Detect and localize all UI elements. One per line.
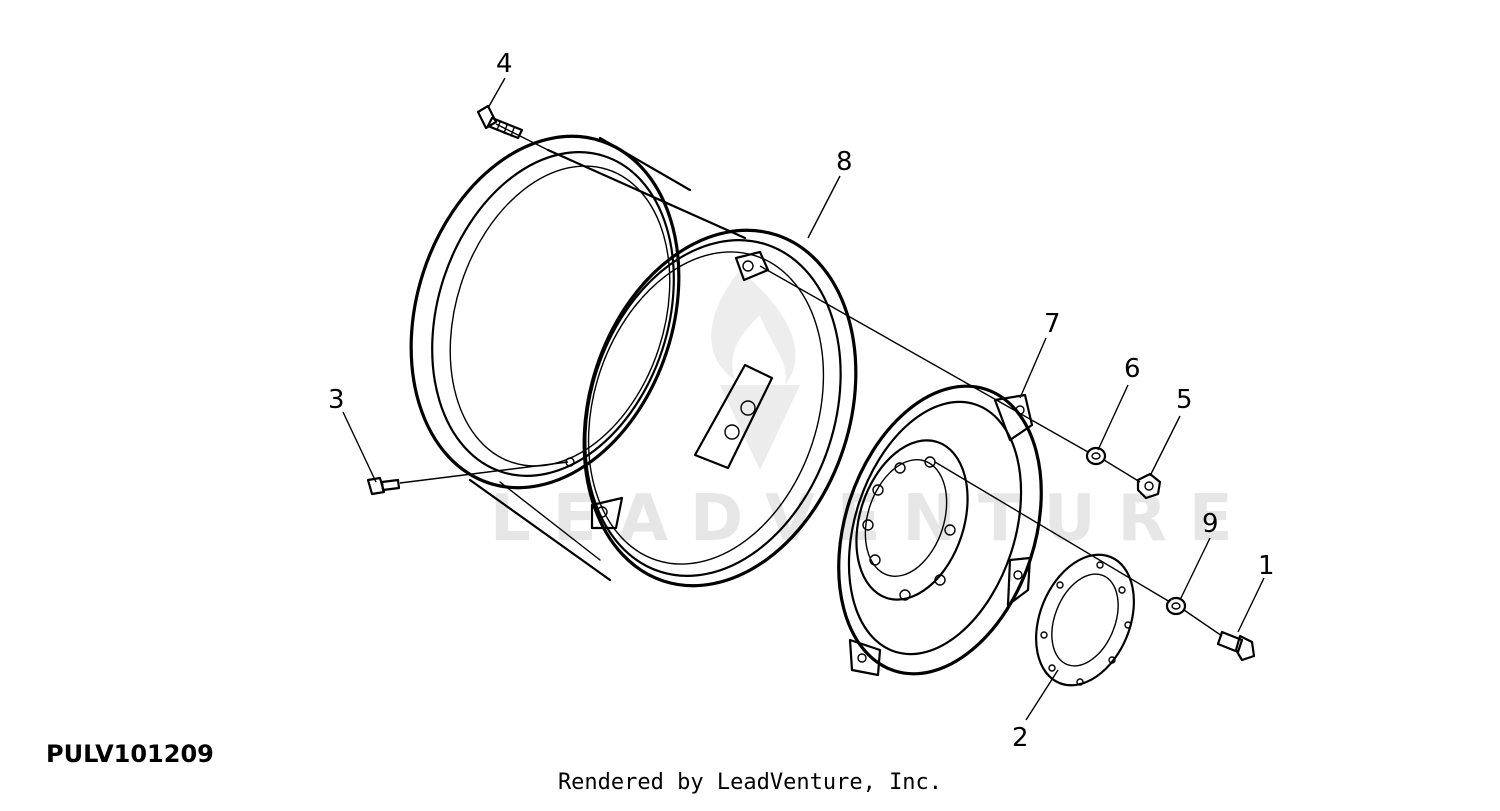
callout-9: 9	[1202, 509, 1219, 539]
watermark-flame-icon	[711, 270, 800, 470]
callout-2: 2	[1012, 723, 1029, 753]
wheel-center-disc[interactable]	[804, 360, 1076, 700]
callout-7: 7	[1044, 309, 1061, 339]
callout-leaders	[342, 77, 1265, 721]
valve-stem-3[interactable]	[366, 476, 401, 496]
callout-6: 6	[1124, 354, 1141, 384]
callout-3: 3	[328, 385, 345, 415]
callout-5: 5	[1176, 385, 1193, 415]
callout-labels: 1 2 3 4 5 6 7 8 9	[328, 49, 1275, 753]
wheel-rim[interactable]	[368, 101, 900, 621]
callout-1: 1	[1258, 551, 1275, 581]
bolt-1[interactable]	[1216, 630, 1256, 662]
washer-9[interactable]	[1165, 596, 1187, 616]
bolt-4[interactable]	[476, 104, 524, 140]
callout-4: 4	[496, 49, 513, 79]
render-credit: Rendered by LeadVenture, Inc.	[557, 770, 943, 795]
hub-plate[interactable]	[1018, 540, 1152, 700]
nut-5[interactable]	[1136, 472, 1162, 500]
diagram-id: PULV101209	[46, 740, 214, 768]
assembly-lines	[399, 123, 1223, 637]
callout-8: 8	[836, 147, 853, 177]
washer-6[interactable]	[1085, 446, 1107, 466]
